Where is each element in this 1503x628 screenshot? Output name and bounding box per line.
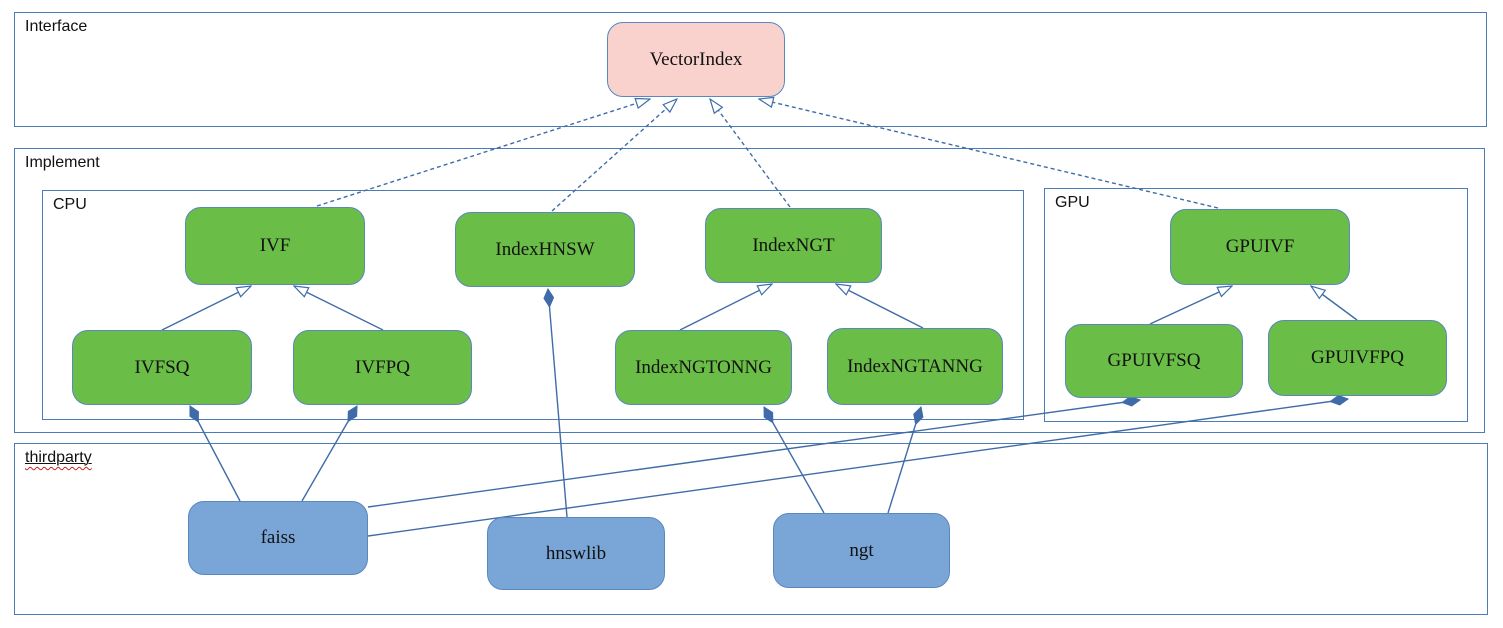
node-label-vectorindex: VectorIndex — [649, 48, 743, 70]
node-label-ivfsq: IVFSQ — [134, 356, 190, 378]
node-ivf[interactable]: IVF — [185, 207, 365, 285]
container-label-interface: Interface — [25, 18, 88, 35]
node-label-indexngt: IndexNGT — [752, 234, 835, 256]
node-ivfsq[interactable]: IVFSQ — [72, 330, 252, 405]
node-indexngtanng[interactable]: IndexNGTANNG — [827, 328, 1003, 405]
node-label-faiss: faiss — [260, 527, 296, 548]
node-label-indexngtonng: IndexNGTONNG — [635, 356, 772, 378]
node-ivfpq[interactable]: IVFPQ — [293, 330, 472, 405]
container-label-thirdparty: thirdparty — [25, 449, 92, 466]
node-ngt[interactable]: ngt — [773, 513, 950, 588]
node-gpuivfpq[interactable]: GPUIVFPQ — [1268, 320, 1447, 396]
container-label-gpu: GPU — [1055, 194, 1090, 211]
node-faiss[interactable]: faiss — [188, 501, 368, 575]
node-label-gpuivfsq: GPUIVFSQ — [1107, 350, 1201, 371]
node-label-indexhnsw: IndexHNSW — [495, 238, 595, 260]
node-label-gpuivf: GPUIVF — [1225, 236, 1295, 257]
node-indexngtonng[interactable]: IndexNGTONNG — [615, 330, 792, 405]
node-vectorindex[interactable]: VectorIndex — [607, 22, 785, 97]
node-gpuivf[interactable]: GPUIVF — [1170, 209, 1350, 285]
node-indexhnsw[interactable]: IndexHNSW — [455, 212, 635, 287]
node-label-indexngtanng: IndexNGTANNG — [847, 355, 983, 377]
container-label-cpu: CPU — [53, 196, 87, 213]
node-label-gpuivfpq: GPUIVFPQ — [1311, 347, 1404, 368]
node-indexngt[interactable]: IndexNGT — [705, 208, 882, 283]
node-label-hnswlib: hnswlib — [545, 542, 607, 564]
node-label-ivf: IVF — [259, 235, 291, 256]
node-hnswlib[interactable]: hnswlib — [487, 517, 665, 590]
node-label-ivfpq: IVFPQ — [355, 356, 410, 378]
node-label-ngt: ngt — [849, 539, 874, 561]
node-gpuivfsq[interactable]: GPUIVFSQ — [1065, 324, 1243, 398]
container-label-implement: Implement — [25, 154, 100, 171]
